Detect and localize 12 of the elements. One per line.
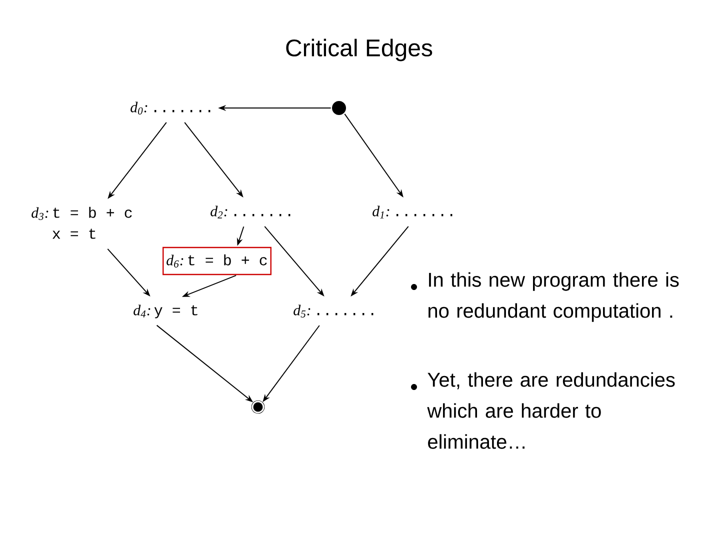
code-statement: d$_{5}$: ....... (294, 304, 374, 318)
highlighted-statement: d$_{6}$: t = b + c (162, 246, 272, 276)
code-statement: d$_{3}$: t = b + c x = t (32, 206, 132, 239)
slide-title: Critical Edges (286, 38, 432, 62)
end-circle (251, 400, 265, 414)
bullet-text: In this new program there is no redundant computation . (428, 272, 679, 322)
start-circle (332, 101, 346, 115)
code-statement: d$_{4}$: y = t (134, 304, 198, 318)
code-statement: d$_{2}$: ....... (210, 206, 290, 218)
code-statement: d$_{1}$: ....... (372, 206, 452, 218)
bullet-text: Yet, there are redundancies which are harder to eliminate… (427, 372, 675, 449)
code-statement: d$_{0}$: ....... (130, 102, 210, 114)
